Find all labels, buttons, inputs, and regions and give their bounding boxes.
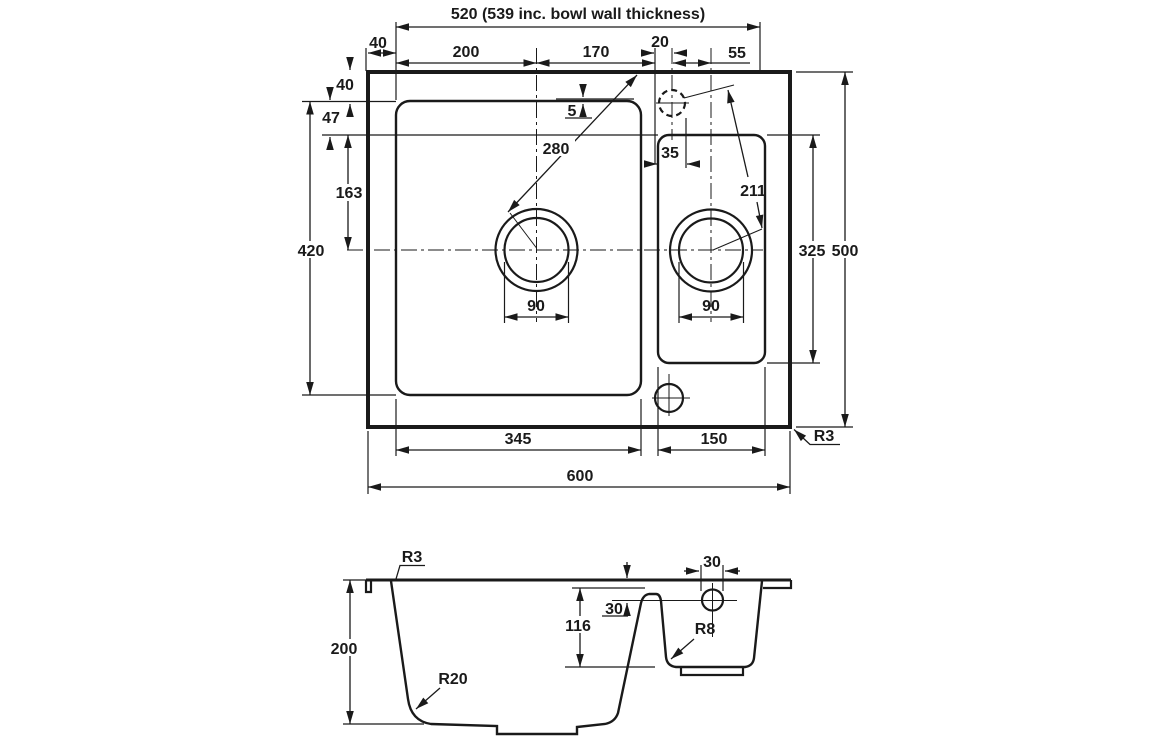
section-view: R3 200 R20 116 30 30 R8 <box>326 549 793 736</box>
dim-label-30-dia: 30 <box>703 554 721 571</box>
dim-label-200: 200 <box>453 44 480 61</box>
dim-label-150: 150 <box>701 431 728 448</box>
dim-label-rim-offset-h: 40 <box>369 35 387 52</box>
dim-label-r3-plan: R3 <box>814 428 835 445</box>
plan-view: 520 (539 inc. bowl wall thickness) 40 20… <box>294 6 862 494</box>
dim-label-420: 420 <box>298 243 325 260</box>
dim-label-20: 20 <box>651 34 669 51</box>
dim-label-width-note: 520 (539 inc. bowl wall thickness) <box>451 6 705 23</box>
dim-label-35: 35 <box>661 145 679 162</box>
dim-label-500: 500 <box>832 243 859 260</box>
dim-label-211: 211 <box>740 183 766 200</box>
dim-label-55: 55 <box>728 45 746 62</box>
dim-label-r3-section: R3 <box>402 549 423 566</box>
left-rim-lip <box>364 580 373 594</box>
small-bowl-foot <box>679 667 745 677</box>
dim-label-30-depth: 30 <box>605 601 623 618</box>
dim-label-90-main: 90 <box>527 298 545 315</box>
dim-label-rim-offset-v: 40 <box>336 77 354 94</box>
dim-label-345: 345 <box>505 431 532 448</box>
dim-label-325: 325 <box>799 243 826 260</box>
bowls-section-profile <box>389 580 764 736</box>
dim-label-116: 116 <box>565 618 591 635</box>
dim-label-600: 600 <box>567 468 594 485</box>
overflow-hole-section <box>612 583 737 637</box>
dim-label-r20: R20 <box>438 671 467 688</box>
dim-label-200-depth: 200 <box>331 641 358 658</box>
dim-label-280: 280 <box>543 141 570 158</box>
dim-label-163: 163 <box>336 185 363 202</box>
dim-label-170: 170 <box>583 44 610 61</box>
main-bowl-plan <box>394 99 643 397</box>
dim-label-r8: R8 <box>695 621 716 638</box>
dim-label-90-small: 90 <box>702 298 720 315</box>
right-rim-lip <box>763 580 793 590</box>
dim-label-5: 5 <box>568 103 577 120</box>
dim-label-47: 47 <box>322 110 340 127</box>
